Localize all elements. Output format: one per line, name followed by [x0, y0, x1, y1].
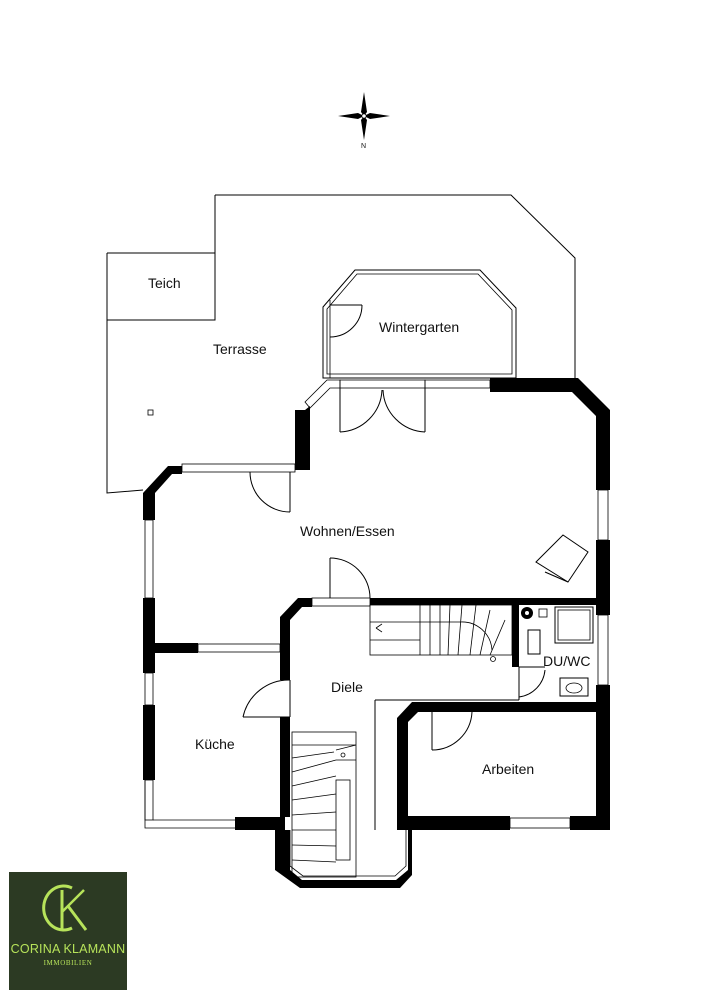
room-label-wintergarten: Wintergarten [379, 319, 459, 335]
staircase-upper [369, 604, 513, 662]
logo-name: CORINA KLAMANN [10, 942, 126, 956]
exterior-walls [143, 378, 610, 888]
room-label-arbeiten: Arbeiten [482, 761, 534, 777]
room-label-kueche: Küche [195, 736, 235, 752]
wintergarten-structure [322, 269, 517, 379]
room-label-du-wc: DU/WC [543, 653, 590, 669]
windows [144, 379, 609, 877]
interior-thin-walls [289, 667, 520, 830]
room-label-wohnen-essen: Wohnen/Essen [300, 523, 395, 539]
compass-rose-icon [338, 92, 390, 140]
company-logo: CORINA KLAMANN IMMOBILIEN [9, 872, 127, 990]
fireplace-icon [535, 534, 589, 583]
bathroom-fixtures [521, 606, 594, 697]
terrace-outline [106, 194, 576, 494]
ck-monogram-icon [42, 884, 88, 932]
north-label: N [361, 143, 366, 150]
staircase-lower [291, 731, 357, 878]
room-label-teich: Teich [148, 275, 181, 291]
logo-subtitle: IMMOBILIEN [43, 959, 93, 967]
room-label-terrasse: Terrasse [213, 341, 267, 357]
room-label-diele: Diele [331, 679, 363, 695]
doors [242, 379, 546, 751]
